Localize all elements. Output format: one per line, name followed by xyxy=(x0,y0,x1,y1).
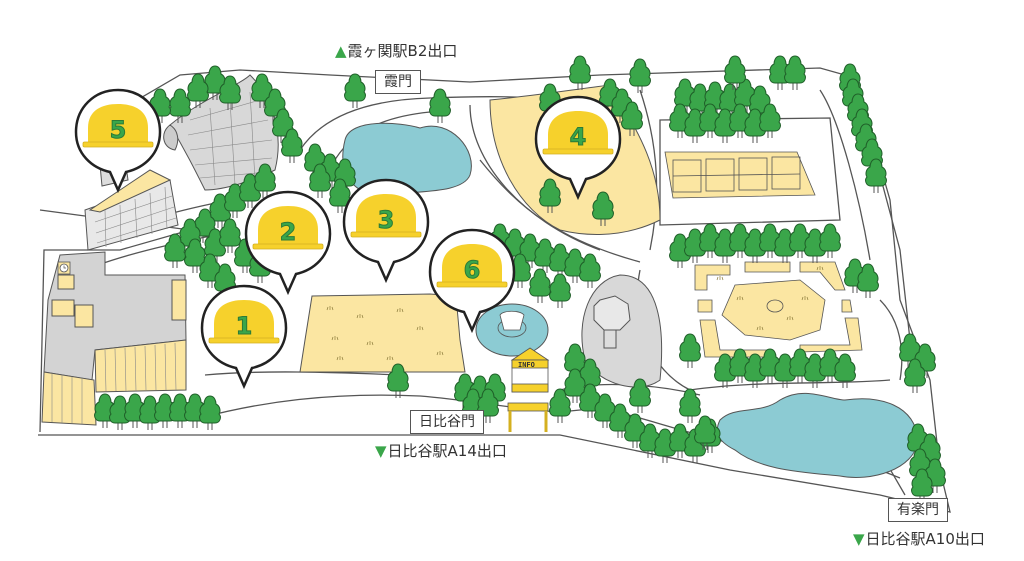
info-booth-icon xyxy=(507,347,550,432)
helmet-icon xyxy=(74,88,162,194)
marker-number: 1 xyxy=(235,312,253,341)
formal-garden xyxy=(694,261,863,358)
helmet-icon xyxy=(200,284,288,390)
helmet-icon xyxy=(244,190,332,296)
down-arrow-icon: ▼ xyxy=(853,530,865,548)
public-hall-building xyxy=(41,251,187,426)
pond-lower xyxy=(716,392,919,478)
info-booth-label: INFO xyxy=(518,361,535,369)
exit-hibiya-a14: ▼日比谷駅A14出口 xyxy=(375,442,507,460)
gate-yuraku-label: 有楽門 xyxy=(888,498,948,522)
exit-kasumigaseki-b2: ▲霞ヶ関駅B2出口 xyxy=(335,42,457,60)
gate-kasumi-label: 霞門 xyxy=(375,70,421,94)
amphitheater xyxy=(163,74,279,191)
marker-2[interactable]: 2 xyxy=(242,190,334,298)
marker-number: 6 xyxy=(463,256,481,285)
clock-icon xyxy=(57,261,71,275)
concert-hall xyxy=(581,274,663,388)
marker-5[interactable]: 5 xyxy=(72,88,164,196)
marker-number: 4 xyxy=(569,123,587,152)
field-central xyxy=(299,293,466,373)
marker-number: 5 xyxy=(109,116,127,145)
up-arrow-icon: ▲ xyxy=(335,42,347,60)
marker-number: 2 xyxy=(279,218,297,247)
marker-3[interactable]: 3 xyxy=(340,178,432,286)
gate-hibiya-label: 日比谷門 xyxy=(410,410,484,434)
helmet-icon xyxy=(342,178,430,284)
exit-label-text: 日比谷駅A14出口 xyxy=(387,442,507,460)
marker-number: 3 xyxy=(377,206,395,235)
helmet-icon xyxy=(534,95,622,201)
fountain-icon xyxy=(475,303,549,357)
helmet-icon xyxy=(428,228,516,334)
down-arrow-icon: ▼ xyxy=(375,442,387,460)
marker-1[interactable]: 1 xyxy=(198,284,290,392)
marker-6[interactable]: 6 xyxy=(426,228,518,336)
exit-label-text: 霞ヶ関駅B2出口 xyxy=(347,42,458,60)
exit-label-text: 日比谷駅A10出口 xyxy=(865,530,985,548)
tennis-courts xyxy=(664,151,816,199)
exit-hibiya-a10: ▼日比谷駅A10出口 xyxy=(853,530,985,548)
marker-4[interactable]: 4 xyxy=(532,95,624,203)
